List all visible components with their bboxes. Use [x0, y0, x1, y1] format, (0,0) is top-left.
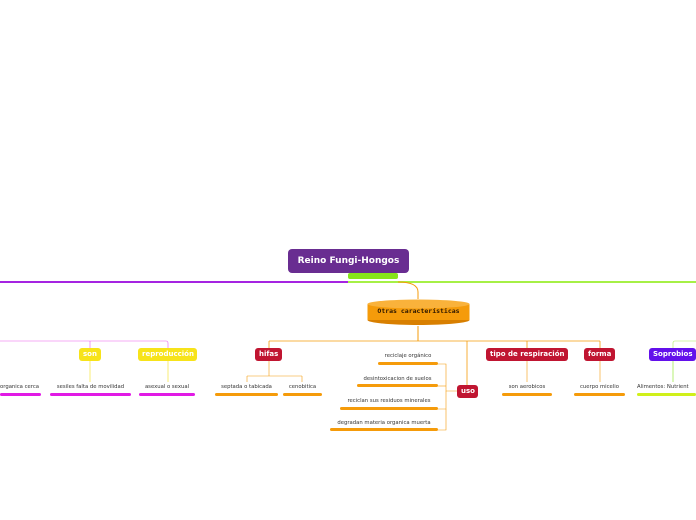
leaf-underline: [637, 393, 696, 396]
leaf-cenobitica[interactable]: cenobitica: [288, 384, 317, 390]
category-soprobios[interactable]: Soprobios: [649, 348, 696, 361]
leaf-underline: [574, 393, 625, 396]
leaf-aerobicos[interactable]: son aerobicos: [508, 384, 546, 390]
leaf-micelio[interactable]: cuerpo micelio: [580, 384, 619, 390]
leaf-sesiles[interactable]: sesiles falta de movilidad: [56, 384, 125, 390]
leaf-degradan[interactable]: degradan materia organica muerta: [337, 420, 431, 426]
category-hifas[interactable]: hifas: [255, 348, 282, 361]
leaf-underline: [0, 393, 41, 396]
leaf-alimentos[interactable]: Alimentos: Nutrient: [637, 384, 689, 390]
leaf-underline: [340, 407, 438, 410]
leaf-underline: [283, 393, 322, 396]
category-son[interactable]: son: [79, 348, 101, 361]
leaf-underline: [215, 393, 278, 396]
category-reproduccion[interactable]: reproducción: [138, 348, 197, 361]
root-accent-bar: [348, 273, 398, 279]
leaf-underline: [502, 393, 552, 396]
leaf-underline: [139, 393, 195, 396]
category-uso[interactable]: uso: [457, 385, 478, 398]
center-topic[interactable]: Otras características: [367, 299, 470, 326]
category-forma[interactable]: forma: [584, 348, 615, 361]
leaf-underline: [50, 393, 131, 396]
center-topic-label: Otras características: [377, 307, 460, 315]
leaf-septada[interactable]: septada o tabicada: [221, 384, 272, 390]
leaf-reciclan[interactable]: reciclan sus residuos minerales: [347, 398, 431, 404]
leaf-asexual[interactable]: asexual o sexual: [144, 384, 190, 390]
root-node[interactable]: Reino Fungi-Hongos: [288, 249, 409, 273]
leaf-underline: [357, 384, 438, 387]
leaf-organica-cerca[interactable]: organica cerca: [0, 384, 39, 390]
leaf-reciclaje[interactable]: reciclaje orgánico: [384, 353, 432, 359]
leaf-underline: [378, 362, 438, 365]
category-tipo-respiracion[interactable]: tipo de respiración: [486, 348, 568, 361]
root-to-center-line: [397, 281, 419, 299]
leaf-underline: [330, 428, 438, 431]
leaf-desintoxicacion[interactable]: desintoxicacion de suelos: [363, 376, 432, 382]
